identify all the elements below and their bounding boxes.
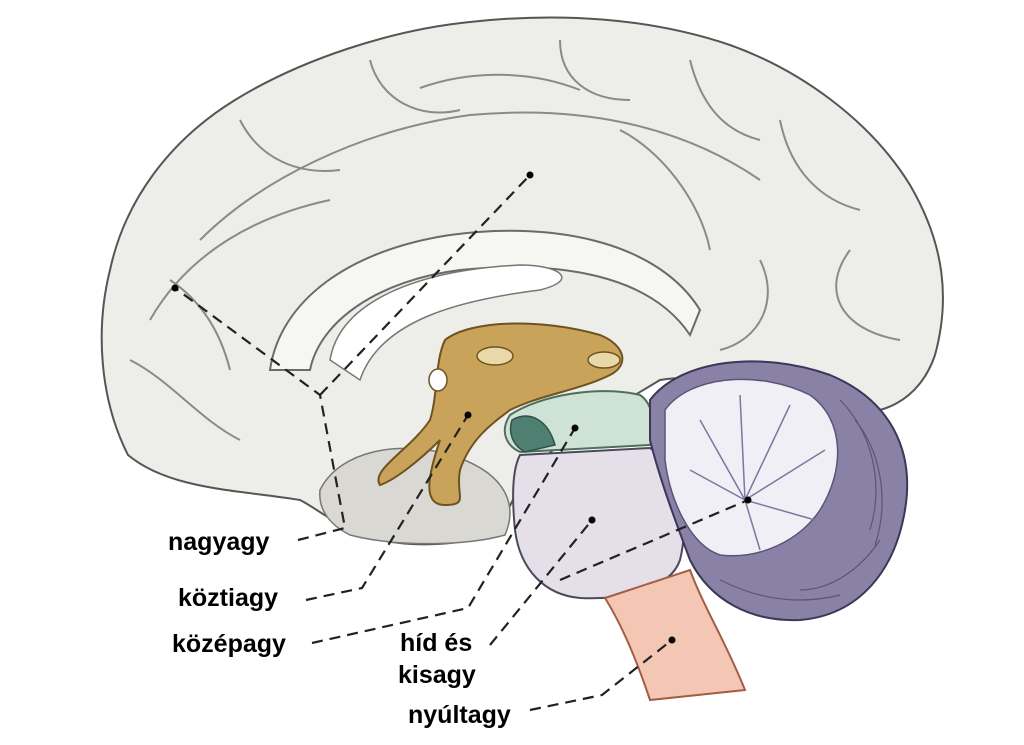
label-kisagy: kisagy (398, 661, 476, 689)
gyri-lines (129, 39, 901, 441)
leader-lines (174, 174, 749, 712)
label-nyultagy: nyúltagy (408, 701, 511, 729)
midbrain-dark (509, 415, 556, 453)
commissure-spot (428, 368, 448, 392)
arbor-branches (689, 394, 826, 551)
leader-dots (171, 171, 752, 644)
fornix (329, 264, 563, 382)
medulla (603, 568, 747, 702)
pineal-spot (587, 351, 621, 369)
arbor-vitae (664, 378, 839, 557)
label-koztiagy: köztiagy (178, 584, 279, 612)
label-nagyagy: nagyagy (168, 528, 270, 556)
thalamus-spot (476, 346, 514, 366)
label-kozepagy: középagy (172, 630, 286, 658)
temporal-lobe (319, 447, 511, 545)
corpus-callosum (268, 229, 702, 371)
label-hid-es: híd és (400, 629, 473, 657)
cerebellum-folia (719, 399, 883, 601)
